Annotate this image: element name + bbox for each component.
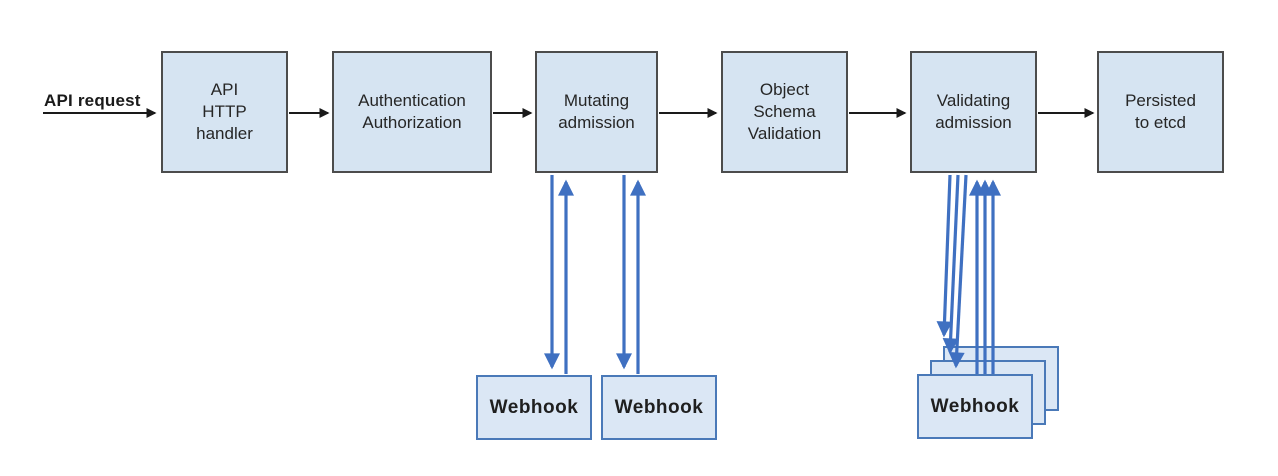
stage-label: Authentication Authorization <box>358 90 466 132</box>
stage-api-http-handler: API HTTP handler <box>161 51 288 173</box>
validating-webhook-call-arrow-1 <box>936 174 953 338</box>
api-request-label: API request <box>44 91 141 110</box>
stage-label: Mutating admission <box>558 90 635 132</box>
validating-webhook-box-front: Webhook <box>917 374 1033 439</box>
stage-label: API HTTP handler <box>196 79 253 144</box>
stage-persisted-to-etcd: Persisted to etcd <box>1097 51 1224 173</box>
stage-authentication-authorization: Authentication Authorization <box>332 51 492 173</box>
webhook-label: Webhook <box>930 395 1020 417</box>
mutating-webhook-box-1: Webhook <box>476 375 592 440</box>
webhook-label: Webhook <box>614 396 704 418</box>
mutating-webhook-box-2: Webhook <box>601 375 717 440</box>
stage-label: Persisted to etcd <box>1125 90 1196 132</box>
stage-mutating-admission: Mutating admission <box>535 51 658 173</box>
validating-webhook-call-arrow-2 <box>942 174 960 355</box>
webhook-label: Webhook <box>489 396 579 418</box>
stage-label: Object Schema Validation <box>747 79 822 144</box>
stage-label: Validating admission <box>935 90 1012 132</box>
stage-object-schema-validation: Object Schema Validation <box>721 51 848 173</box>
validating-webhook-call-arrow-3 <box>948 174 968 369</box>
stage-validating-admission: Validating admission <box>910 51 1037 173</box>
